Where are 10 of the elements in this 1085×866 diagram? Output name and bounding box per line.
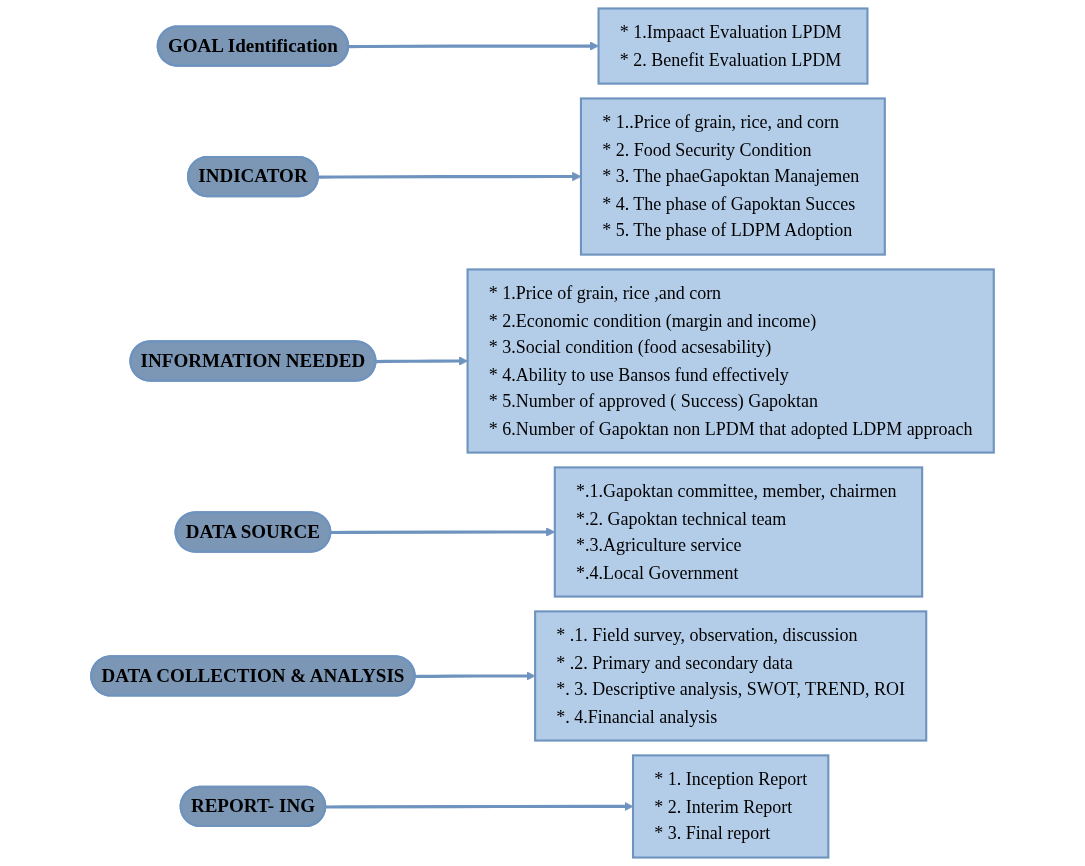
node-box: * 1.Impaact Evaluation LPDM * 2. Benefit Evaluation LPDM — [597, 7, 869, 85]
arrow — [415, 671, 536, 681]
node-box: * 1. Inception Report * 2. Interim Report * 3. Final report — [631, 754, 830, 859]
arrow — [325, 801, 634, 812]
node-box: *.1.Gapoktan committee, member, chairmen *.2. Gapoktan technical team *.3.Agriculture service *.4.Local Government — [553, 466, 924, 598]
node-box: * 1..Price of grain, rice, and corn * 2. Food Security Condition * 3. The phaeGapoktan Manajemen * 4. The phase of Gapoktan Succes * 5. The phase of LDPM Adoption — [579, 97, 886, 256]
node-box: * 1.Price of grain, rice ,and corn * 2.Economic condition (margin and income) * 3.Social condition (food acsesability) * 4.Ability to use Bansos fund effectively * 5.Number of approved ( Success) Gapoktan * 6.Number of Gapoktan non LPDM that adopted LDPM approach — [466, 268, 995, 454]
arrow — [348, 41, 599, 51]
node-box: * .1. Field survey, observation, discussion * .2. Primary and secondary data *. 3. Descriptive analysis, SWOT, TREND, ROI *. 4.Financial analysis — [534, 610, 928, 742]
arrow — [375, 356, 468, 366]
